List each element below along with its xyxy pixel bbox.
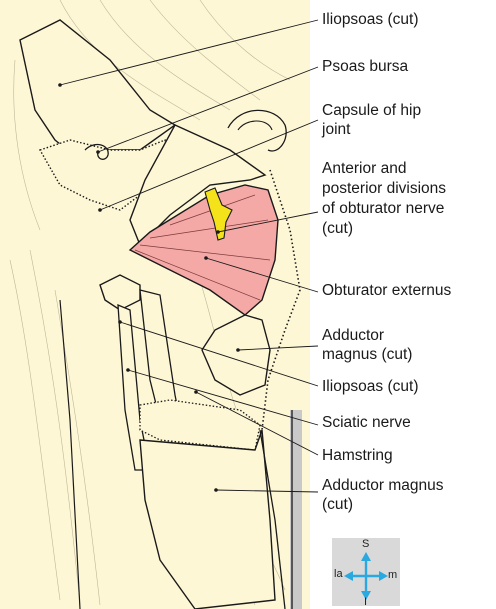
label-psoas-bursa: Psoas bursa	[322, 58, 408, 76]
label-obturator-externus: Obturator externus	[322, 282, 451, 300]
label-obturator-nerve-line2: posterior divisions	[322, 180, 446, 198]
label-obturator-nerve-line4: (cut)	[322, 220, 353, 238]
compass-lateral: la	[334, 568, 343, 580]
label-hamstring: Hamstring	[322, 447, 393, 465]
label-capsule-line2: joint	[322, 121, 350, 139]
label-sciatic-nerve: Sciatic nerve	[322, 414, 411, 432]
label-iliopsoas-cut-lower: Iliopsoas (cut)	[322, 378, 418, 396]
label-obturator-nerve-line1: Anterior and	[322, 160, 406, 178]
label-iliopsoas-cut-top: Iliopsoas (cut)	[322, 11, 418, 29]
label-adductor-magnus-upper-line1: Adductor	[322, 327, 384, 345]
label-capsule-line1: Capsule of hip	[322, 102, 421, 120]
compass-inferior: I	[364, 596, 367, 608]
label-adductor-magnus-lower-line2: (cut)	[322, 496, 353, 514]
compass-medial: m	[388, 569, 397, 581]
compass-superior: S	[362, 538, 369, 550]
label-adductor-magnus-upper-line2: magnus (cut)	[322, 346, 412, 364]
label-adductor-magnus-lower-line1: Adductor magnus	[322, 477, 444, 495]
label-obturator-nerve-line3: of obturator nerve	[322, 200, 444, 218]
